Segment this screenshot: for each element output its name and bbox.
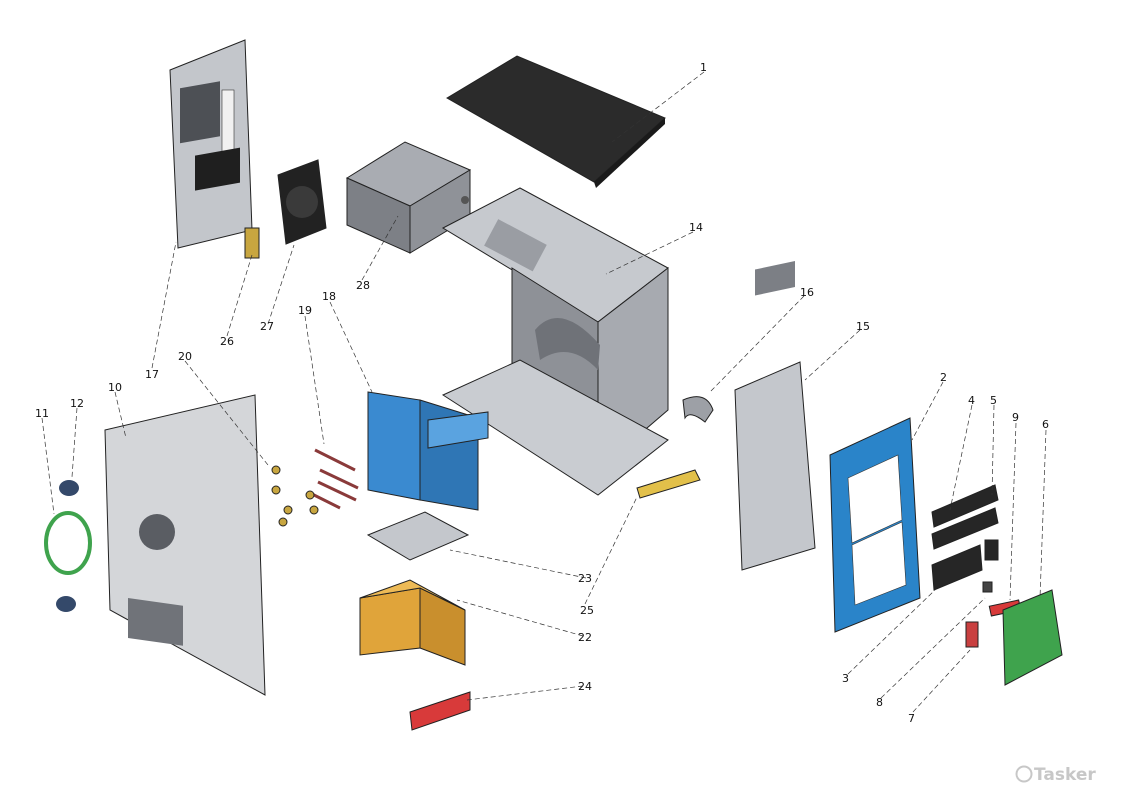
callout-11: 11 xyxy=(35,407,49,420)
callout-10: 10 xyxy=(108,381,122,394)
callout-labels: 1 2 3 4 5 6 7 8 9 10 11 12 14 15 16 17 1… xyxy=(35,61,1049,725)
callout-9: 9 xyxy=(1012,411,1019,424)
part-top-cover xyxy=(446,55,666,188)
callout-26: 26 xyxy=(220,335,234,348)
part-ring-11 xyxy=(44,511,92,575)
part-bracket-26 xyxy=(244,227,260,259)
part-bay-covers xyxy=(931,484,999,591)
callout-27: 27 xyxy=(260,320,274,333)
callout-3: 3 xyxy=(842,672,849,685)
callout-20: 20 xyxy=(178,350,192,363)
callout-15: 15 xyxy=(856,320,870,333)
callout-25: 25 xyxy=(580,604,594,617)
callout-28: 28 xyxy=(356,279,370,292)
part-front-bezel xyxy=(829,417,921,633)
callout-14: 14 xyxy=(689,221,703,234)
part-clip-16 xyxy=(682,396,714,423)
part-rear-fan xyxy=(277,159,327,245)
callout-4: 4 xyxy=(968,394,975,407)
callout-22: 22 xyxy=(578,631,592,644)
watermark: Tasker xyxy=(1015,765,1096,785)
callout-17: 17 xyxy=(145,368,159,381)
part-drive-cage-blue xyxy=(367,391,489,511)
tasker-logo-icon xyxy=(1015,765,1033,783)
part-feet-12 xyxy=(56,480,79,612)
callout-23: 23 xyxy=(578,572,592,585)
part-green-door xyxy=(1002,589,1063,686)
part-rear-panel xyxy=(169,39,253,249)
callout-19: 19 xyxy=(298,304,312,317)
callout-6: 6 xyxy=(1042,418,1049,431)
part-chassis-frame xyxy=(441,187,669,496)
callout-18: 18 xyxy=(322,290,336,303)
part-gold-rail xyxy=(636,469,701,499)
part-tray xyxy=(366,511,470,561)
part-front-frame xyxy=(734,261,816,571)
part-power-supply xyxy=(345,141,472,254)
leader-lines xyxy=(41,71,1047,713)
part-small-7 xyxy=(965,621,979,648)
callout-24: 24 xyxy=(578,680,592,693)
callout-2: 2 xyxy=(940,371,947,384)
part-side-panel xyxy=(104,394,266,696)
callout-7: 7 xyxy=(908,712,915,725)
callout-8: 8 xyxy=(876,696,883,709)
callout-12: 12 xyxy=(70,397,84,410)
callout-5: 5 xyxy=(990,394,997,407)
callout-16: 16 xyxy=(800,286,814,299)
part-small-screws xyxy=(271,465,319,527)
watermark-text: Tasker xyxy=(1034,765,1096,785)
part-long-screws xyxy=(311,448,359,510)
part-drive-cage-yellow xyxy=(359,579,466,666)
part-red-bracket xyxy=(409,691,471,731)
part-small-8 xyxy=(982,581,993,593)
callout-1: 1 xyxy=(700,61,707,74)
